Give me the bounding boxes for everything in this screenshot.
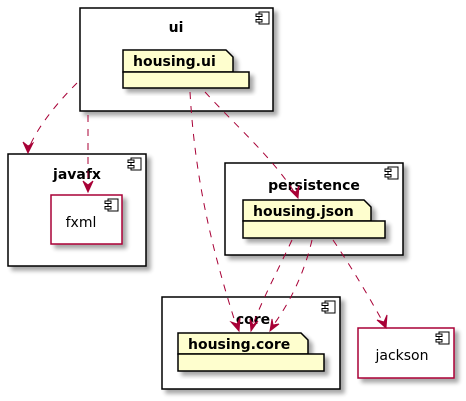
- javafx-component: javafx fxml: [7, 153, 147, 267]
- housing-ui-package: [122, 49, 250, 89]
- core-component: core housing.core: [161, 296, 341, 390]
- arrowhead: [82, 180, 94, 194]
- arrowhead: [229, 317, 241, 333]
- jackson-component-label: jackson: [374, 348, 428, 364]
- fxml-leaf-label: fxml: [66, 215, 97, 231]
- persistence-component-title: persistence: [268, 178, 360, 194]
- ui-component-title: ui: [169, 20, 184, 36]
- package-body: [177, 353, 325, 372]
- housing-core-package-label: housing.core: [188, 337, 290, 353]
- package-tab: [242, 199, 372, 222]
- housing-core-package: [177, 332, 325, 372]
- dependency-housing-ui-to-housing-core: [189, 91, 238, 329]
- jackson-component: jackson: [357, 327, 455, 379]
- housing-json-package: [242, 199, 386, 239]
- arrowhead: [376, 314, 388, 330]
- housing-json-package-label: housing.json: [253, 204, 354, 220]
- arrowhead: [249, 318, 259, 333]
- package-tab: [122, 49, 234, 73]
- dependency-housing-json-to-housing-core-1: [251, 239, 293, 328]
- persistence-component: persistence housing.json: [224, 162, 404, 256]
- package-tab: [177, 332, 309, 355]
- dependency-housing-json-to-housing-core-2: [271, 239, 313, 328]
- core-component-title: core: [236, 312, 270, 328]
- dependency-ui-to-javafx: [27, 82, 78, 151]
- ui-component: ui housing.ui: [79, 7, 274, 112]
- arrowhead: [269, 318, 280, 333]
- arrowhead: [289, 185, 300, 200]
- package-body: [242, 220, 386, 239]
- package-body: [122, 71, 250, 89]
- housing-ui-package-label: housing.ui: [133, 54, 216, 70]
- arrowhead: [22, 141, 35, 155]
- javafx-component-title: javafx: [52, 167, 101, 183]
- dependency-arrows: [22, 82, 388, 333]
- dependency-housing-json-to-jackson: [332, 239, 385, 325]
- fxml-leaf-component: fxml: [50, 194, 123, 245]
- dependency-housing-ui-to-housing-json: [204, 91, 297, 196]
